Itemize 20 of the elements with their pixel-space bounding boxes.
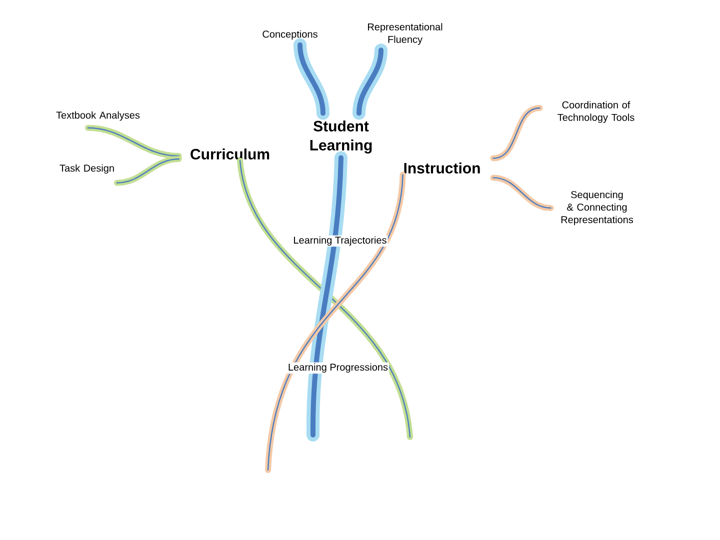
branch-line [294, 38, 330, 120]
branch-line [490, 105, 543, 162]
topic-label: Student Learning [310, 120, 372, 154]
topic-label: Instruction [404, 162, 480, 174]
branch-line [85, 124, 182, 159]
branch-line [306, 151, 348, 442]
subtopic-label: Task Design [60, 164, 114, 174]
subtopic-label: Representational Fluency [368, 23, 442, 45]
subtopic-label: Coordination of Technology Tools [558, 101, 634, 123]
subtopic-label: Textbook Analyses [56, 111, 140, 121]
strand-label: Learning Progressions [286, 362, 390, 374]
branch-line [114, 156, 182, 186]
strand-label: Learning Trajectories [292, 235, 388, 247]
topic-label: Curriculum [190, 148, 270, 160]
branch-line [237, 158, 413, 440]
branch-line [265, 172, 406, 473]
branch-line [490, 174, 554, 211]
subtopic-label: Sequencing & Connecting Representations [561, 190, 634, 226]
branch-line [352, 44, 388, 120]
subtopic-label: Conceptions [262, 30, 318, 40]
